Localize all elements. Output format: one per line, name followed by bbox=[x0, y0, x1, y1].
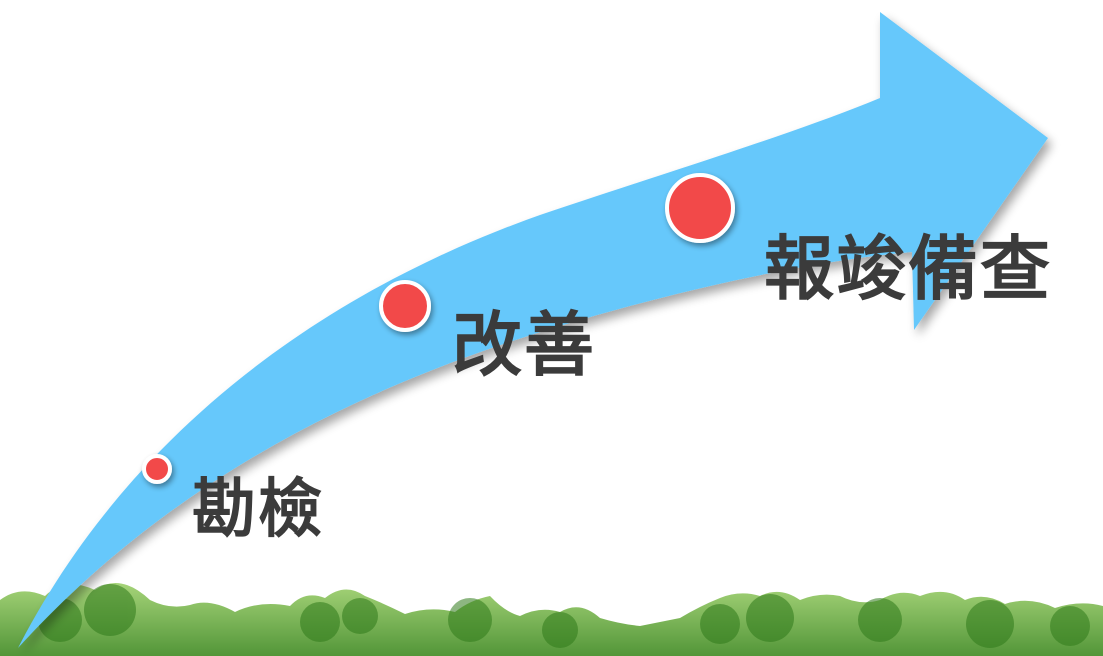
milestone-dot-improve bbox=[379, 280, 431, 332]
step-label-report: 報竣備查 bbox=[764, 228, 1052, 310]
tree-foliage-strip bbox=[0, 582, 1103, 656]
step-label-improve: 改善 bbox=[452, 304, 596, 386]
curved-arrow-icon bbox=[18, 12, 1048, 648]
milestone-dot-report bbox=[665, 173, 735, 243]
step-label-inspect: 勘檢 bbox=[192, 473, 324, 547]
tree-clusters bbox=[38, 584, 1090, 648]
milestone-dot-inspect bbox=[142, 454, 172, 484]
